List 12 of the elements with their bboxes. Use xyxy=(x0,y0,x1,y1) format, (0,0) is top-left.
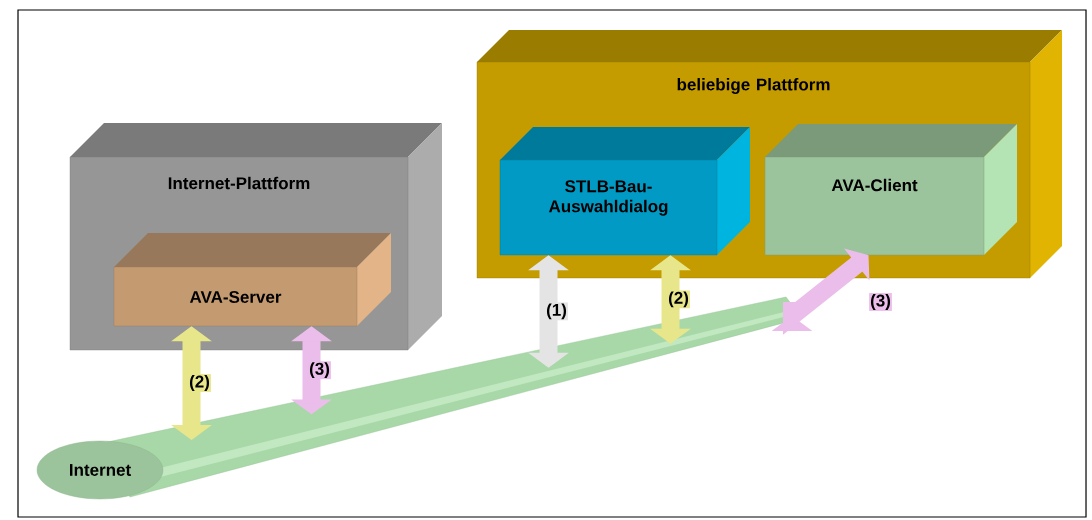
edge-label: (2) xyxy=(667,290,690,309)
component-box: AVA-Server xyxy=(113,233,391,327)
double-arrow xyxy=(171,326,212,440)
double-arrow xyxy=(650,255,691,344)
edge-label: (3) xyxy=(308,361,331,380)
edge-label: (3) xyxy=(869,293,892,311)
edge-label: (1) xyxy=(545,302,568,321)
edge-label: (2) xyxy=(188,374,211,392)
double-arrow xyxy=(771,248,870,335)
component-box: STLB-Bau-Auswahldialog xyxy=(499,127,750,256)
double-arrow xyxy=(528,255,569,368)
component-box: AVA-Client xyxy=(764,124,1017,256)
